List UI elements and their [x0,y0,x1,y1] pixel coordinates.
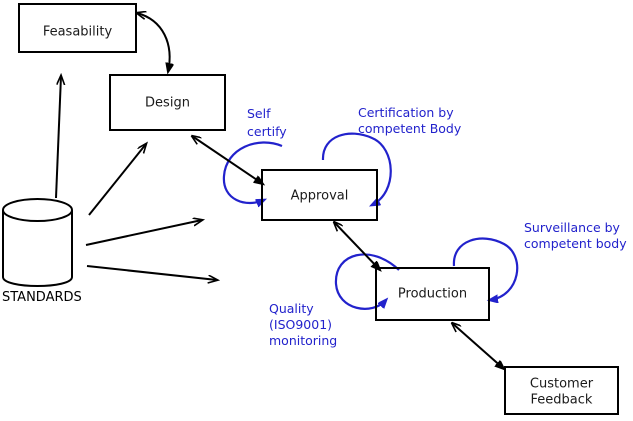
node-standards[interactable]: STANDARDS [2,198,82,305]
annotation-self-certify: Self certify [247,106,287,139]
edge-production-customer-feedback [452,323,504,369]
node-approval-label: Approval [291,189,349,204]
annotation-certification: Certification by competent Body [358,105,462,136]
surveillance-loop [452,237,519,300]
quality-loop [334,253,400,310]
annotation-surveillance-line1: Surveillance by [524,220,621,235]
certification-loop [321,132,392,205]
edge-standards-approval [85,220,202,246]
annotation-quality-line2: (ISO9001) [269,317,332,332]
node-standards-label: STANDARDS [2,290,82,305]
annotation-self-certify-line2: certify [247,124,287,139]
annotation-quality-line1: Quality [269,301,314,316]
annotation-certification-line1: Certification by [358,105,454,120]
edge-approval-production [334,222,380,270]
node-customer-feedback-label-line1: Customer [530,377,594,392]
annotation-surveillance: Surveillance by competent body [524,220,627,251]
node-feasability-label: Feasability [43,25,113,40]
annotation-certification-line2: competent Body [358,121,462,136]
annotation-surveillance-line2: competent body [524,236,627,251]
node-production[interactable]: Production [375,267,490,321]
edge-design-approval [192,136,263,184]
node-design-label: Design [145,96,190,111]
annotation-self-certify-line1: Self [247,106,271,121]
node-customer-feedback-label-line2: Feedback [531,393,593,408]
node-customer-feedback[interactable]: Customer Feedback [504,366,619,415]
edge-feasability-design [137,13,170,72]
edge-standards-feasability [55,76,61,199]
node-approval[interactable]: Approval [261,169,378,221]
self-certify-loop [222,141,283,203]
annotation-quality-line3: monitoring [269,333,337,348]
node-feasability[interactable]: Feasability [18,3,137,53]
annotation-quality: Quality (ISO9001) monitoring [269,301,337,348]
node-design[interactable]: Design [109,74,226,131]
edge-standards-production [86,265,217,280]
node-production-label: Production [398,287,467,302]
edge-standards-design [88,144,146,216]
